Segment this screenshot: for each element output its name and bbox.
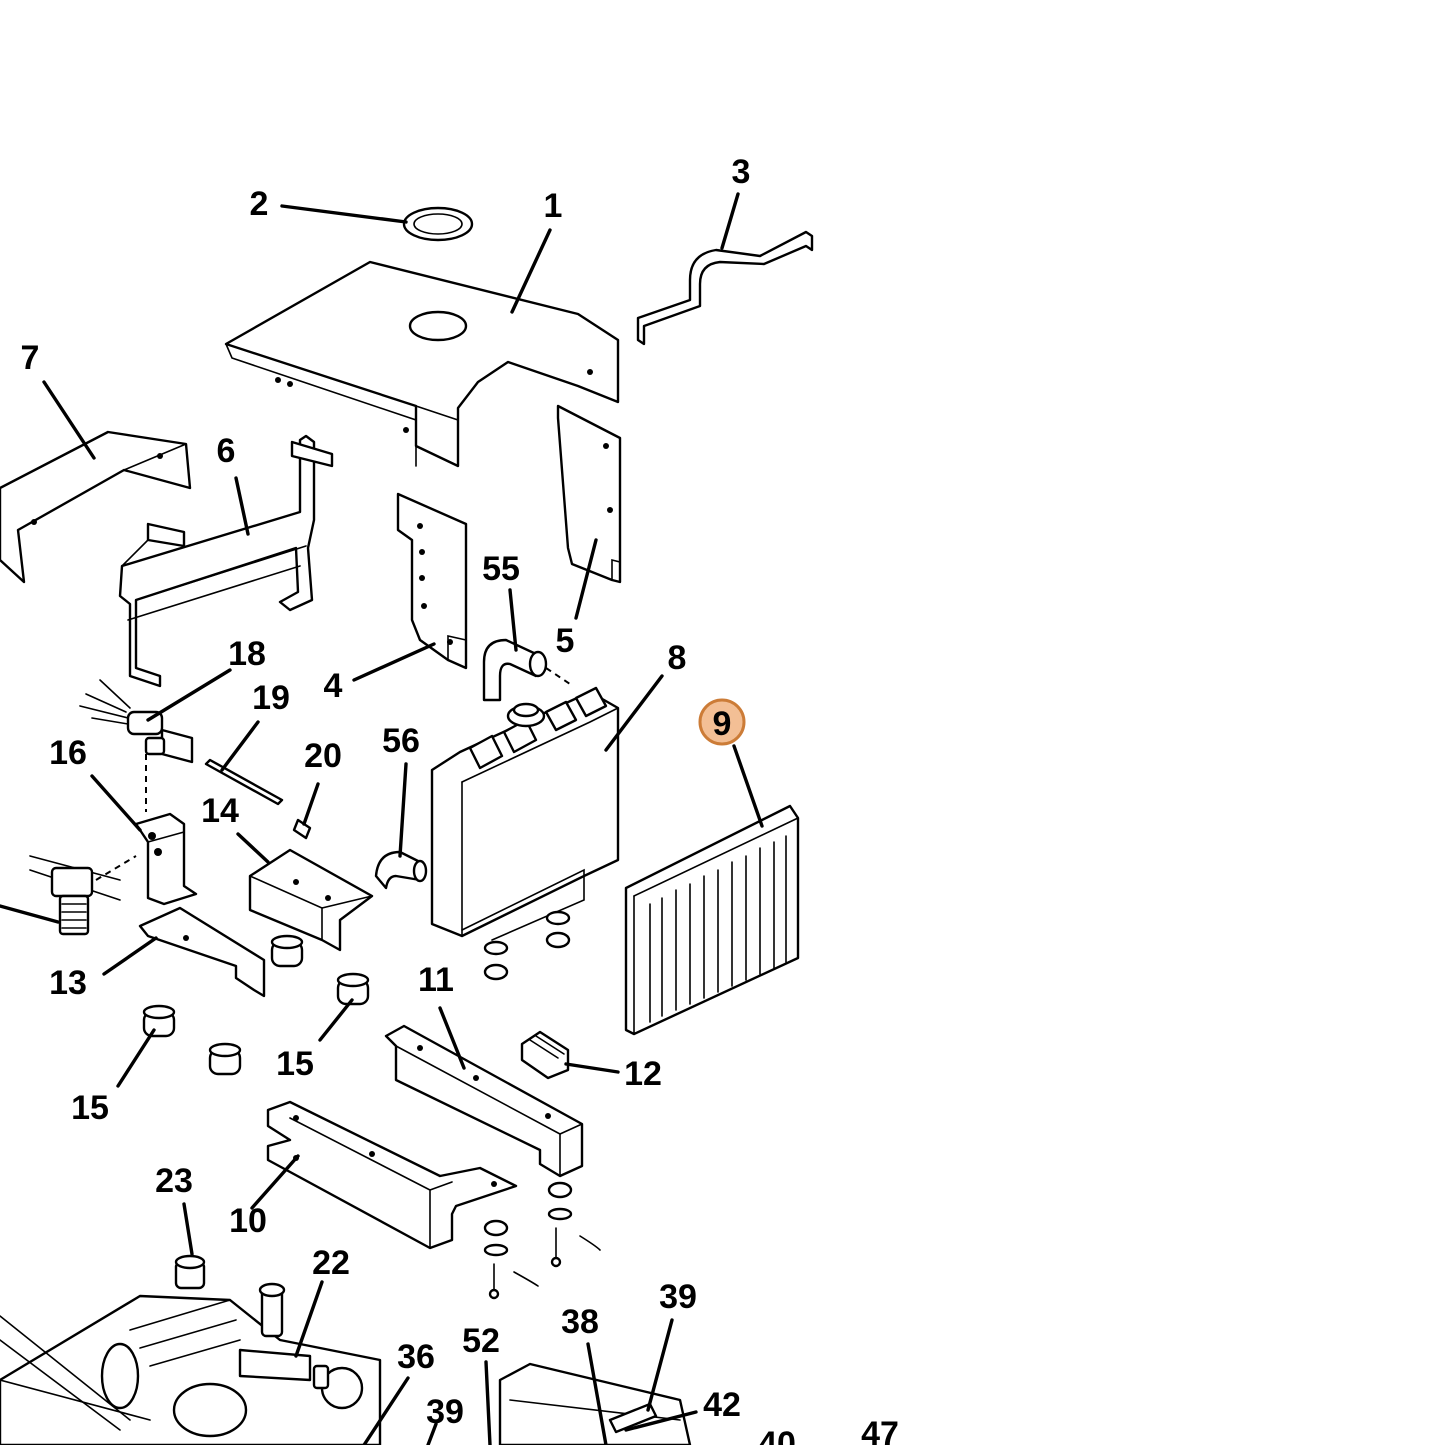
callout-36: 36 — [397, 1338, 435, 1376]
part-12-clip[interactable] — [520, 1030, 570, 1080]
isolator-3 — [270, 934, 304, 968]
part-7-side-shroud[interactable] — [0, 430, 192, 584]
mount-isolators[interactable] — [142, 910, 573, 1257]
part-56-lower-hose[interactable] — [374, 850, 428, 890]
callout-16: 16 — [49, 734, 87, 772]
callout-4: 4 — [324, 667, 343, 705]
isolator-7 — [547, 1181, 573, 1221]
callout-12: 12 — [624, 1055, 662, 1093]
engine-assembly[interactable] — [0, 1254, 692, 1445]
callout-39-left: 39 — [426, 1393, 464, 1431]
callout-15-right: 15 — [276, 1045, 314, 1083]
callout-10: 10 — [229, 1202, 267, 1240]
part-3-bracket-rod[interactable] — [636, 230, 814, 346]
part-4-baffle-plate[interactable] — [396, 492, 468, 670]
callout-6: 6 — [217, 432, 236, 470]
isolator-8 — [483, 1219, 509, 1257]
callout-23: 23 — [155, 1162, 193, 1200]
part-1-top-shroud[interactable] — [224, 260, 620, 468]
isolator-6 — [545, 910, 571, 949]
part-19-rod[interactable] — [204, 758, 284, 806]
part-11-rail[interactable] — [384, 1024, 584, 1178]
isolator-1 — [142, 1004, 176, 1038]
callout-22: 22 — [312, 1244, 350, 1282]
leader-lines — [0, 192, 764, 1445]
callout-7: 7 — [21, 339, 40, 377]
highlight-ring — [698, 698, 746, 746]
callout-42: 42 — [703, 1386, 741, 1424]
callout-1: 1 — [544, 187, 563, 225]
part-8-radiator[interactable] — [430, 686, 620, 941]
callout-52: 52 — [462, 1322, 500, 1360]
callout-8: 8 — [668, 639, 687, 677]
isolator-5 — [483, 940, 509, 981]
part-18-switch-assembly[interactable] — [79, 679, 194, 764]
callout-56: 56 — [382, 722, 420, 760]
isolator-2 — [208, 1042, 242, 1076]
part-5-baffle-plate[interactable] — [556, 404, 622, 584]
part-2-ring[interactable] — [402, 206, 474, 242]
callout-47: 47 — [861, 1415, 899, 1445]
callout-40: 40 — [758, 1425, 796, 1445]
callout-14: 14 — [201, 792, 239, 830]
callout-20: 20 — [304, 737, 342, 775]
part-16-mount-bracket[interactable] — [134, 812, 198, 906]
callout-5: 5 — [556, 622, 575, 660]
callout-2: 2 — [250, 185, 269, 223]
callout-18: 18 — [228, 635, 266, 673]
filter-assembly[interactable] — [29, 855, 137, 936]
part-9-radiator-screen[interactable] — [624, 804, 800, 1036]
bolts-and-pins[interactable] — [488, 1227, 601, 1300]
part-20-pin[interactable] — [292, 818, 312, 840]
callout-55: 55 — [482, 550, 520, 588]
part-13-plate[interactable] — [138, 906, 266, 998]
callout-11: 11 — [418, 961, 454, 999]
part-10-channel-rail[interactable] — [266, 1100, 518, 1250]
part-6-frame-bracket[interactable] — [118, 434, 334, 688]
callout-13: 13 — [49, 964, 87, 1002]
callout-15-left: 15 — [71, 1089, 109, 1127]
callout-labels: 1 2 3 4 5 6 7 8 9 10 11 12 13 14 15 15 1… — [21, 153, 899, 1445]
callout-39-right: 39 — [659, 1278, 697, 1316]
callout-9: 9 — [713, 705, 732, 743]
callout-38: 38 — [561, 1303, 599, 1341]
callout-3: 3 — [732, 153, 751, 191]
callout-19: 19 — [252, 679, 290, 717]
part-14-plate-bracket[interactable] — [248, 848, 374, 952]
isolator-4 — [336, 972, 370, 1006]
part-55-upper-hose[interactable] — [482, 638, 548, 702]
hose-connection-line — [545, 667, 571, 685]
